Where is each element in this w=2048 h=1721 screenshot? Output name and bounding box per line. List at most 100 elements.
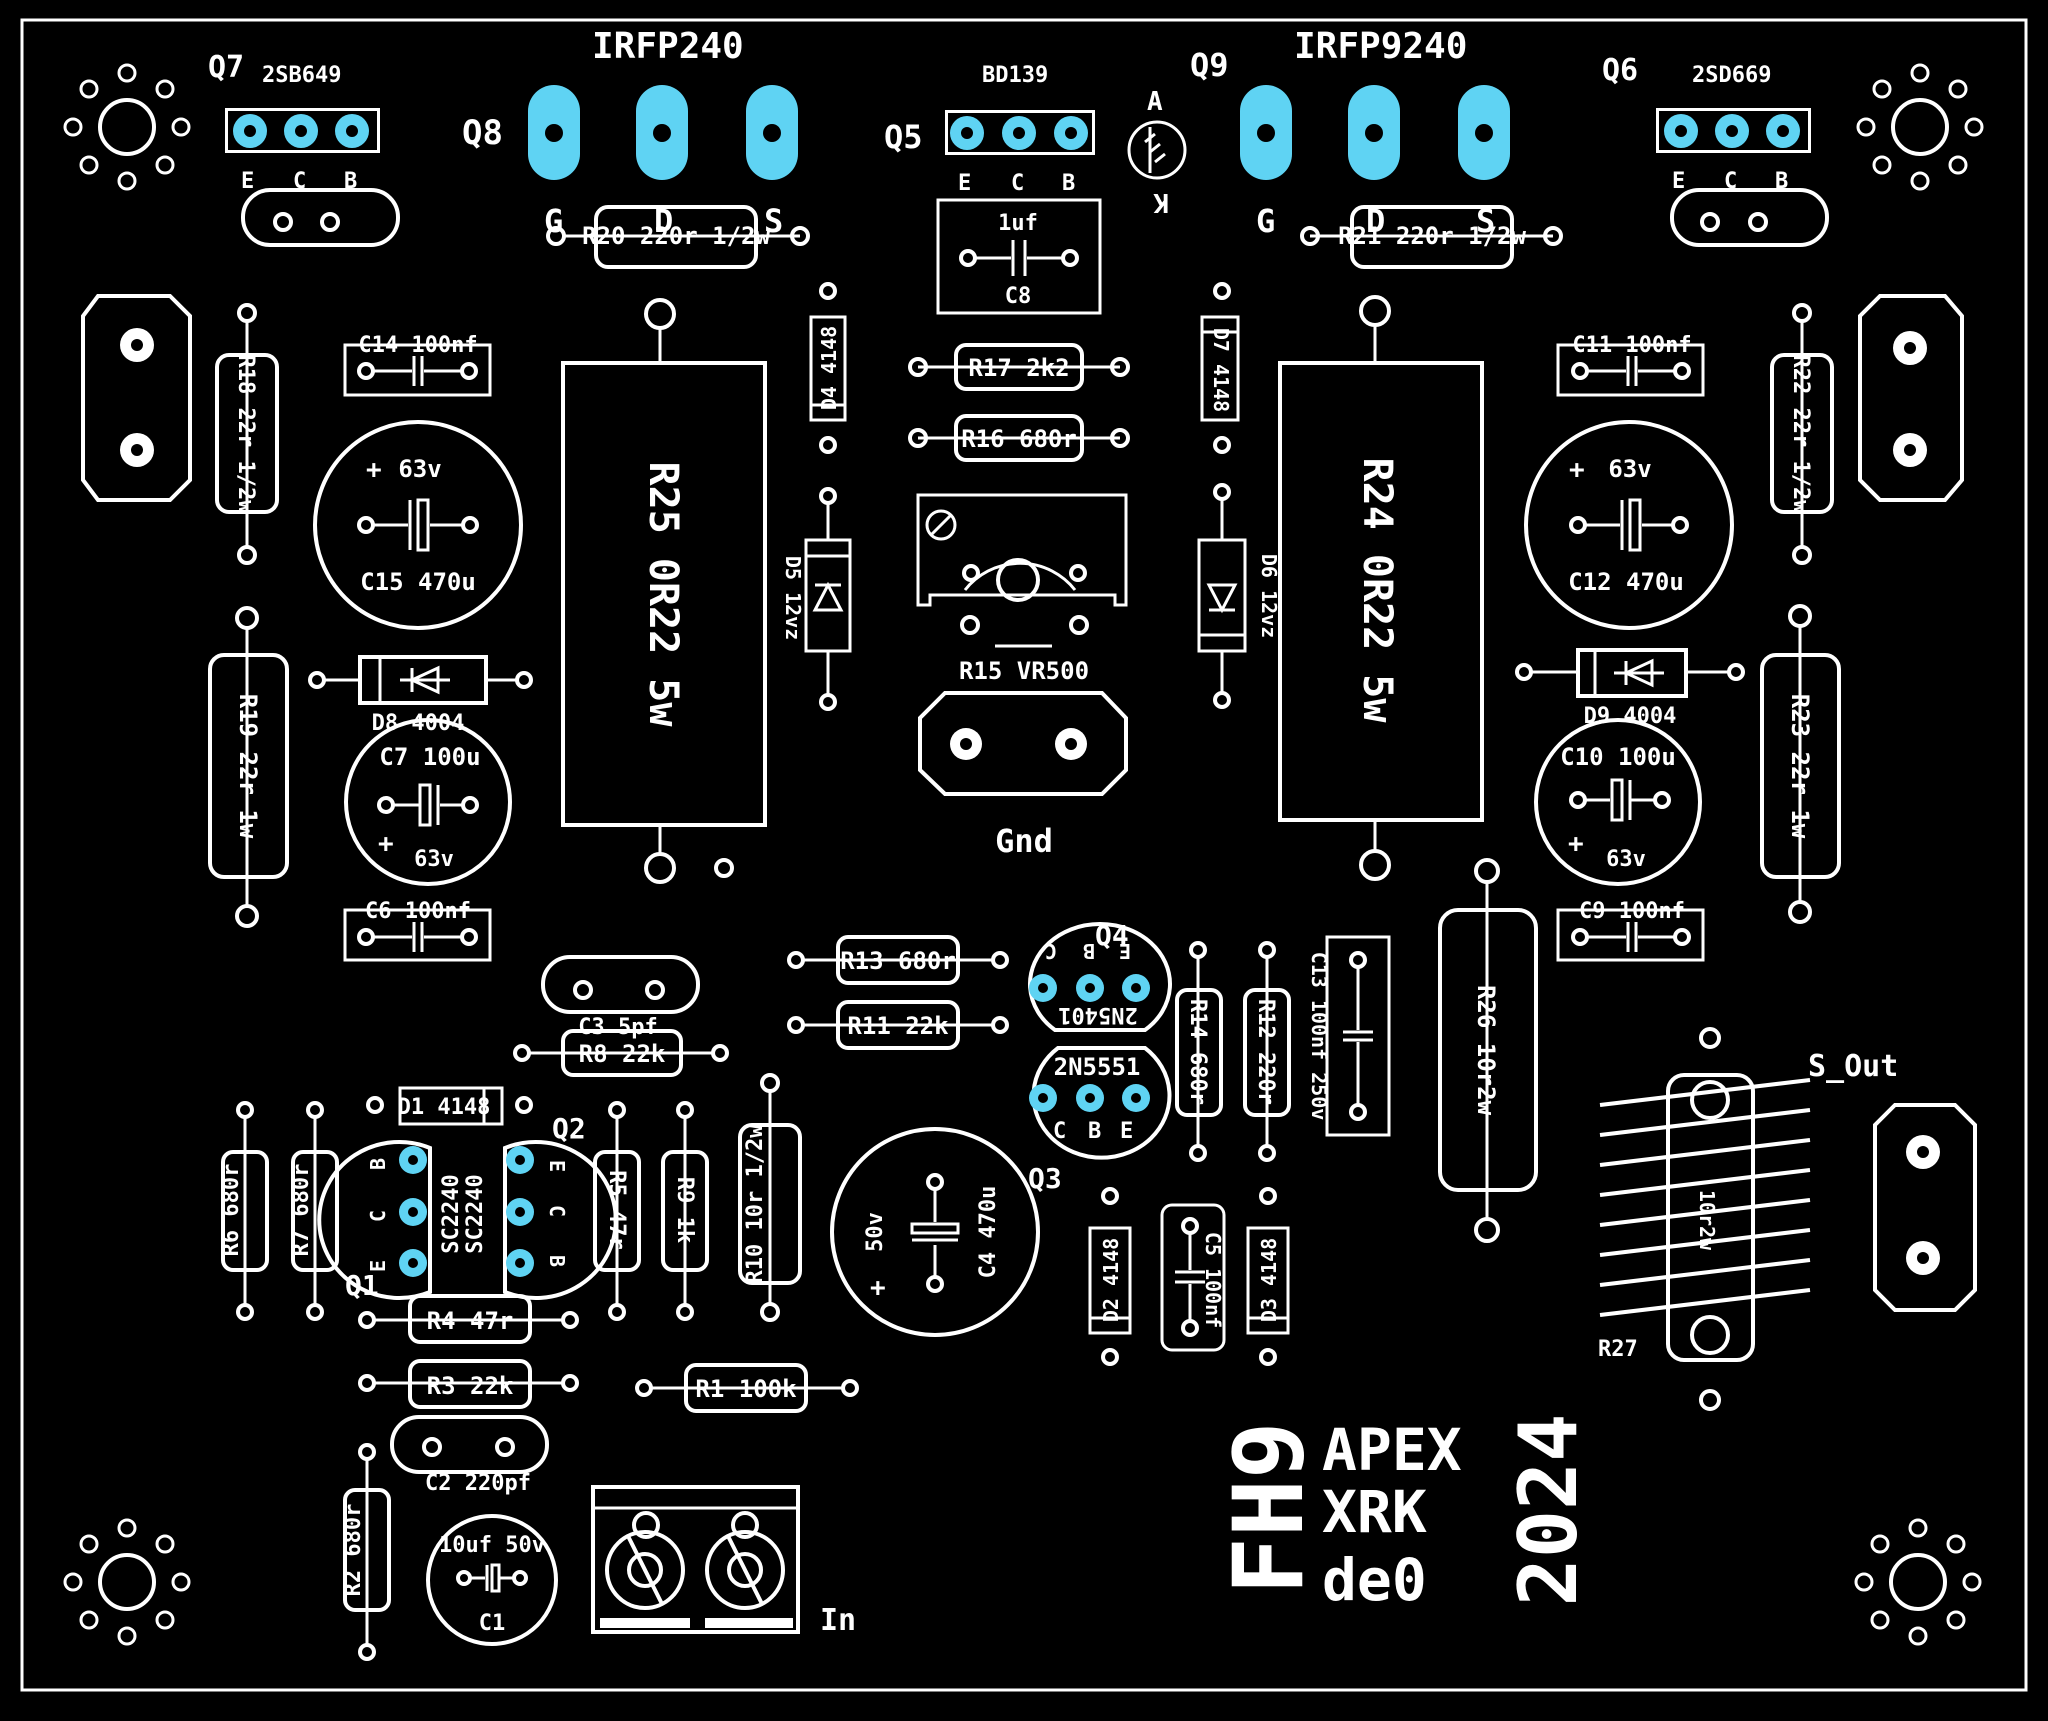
pin-e-q3: E — [1120, 1119, 1133, 1144]
label-r20: R20 220r 1/2w — [582, 222, 770, 250]
label-r15: R15 VR500 — [959, 657, 1089, 685]
mounting-hole-tl — [63, 63, 191, 191]
label-r25: R25 0R22 5w — [640, 462, 686, 728]
part-q1: SC2240 — [439, 1174, 464, 1253]
resistor-r2: R2 680r — [341, 1443, 391, 1661]
capacitor-c5: C5 100nf — [1160, 1203, 1226, 1352]
voltage-c4: 50v — [863, 1212, 888, 1252]
label-c15: C15 470u — [360, 568, 476, 596]
resistor-r23: R23 22r 1w — [1760, 604, 1841, 924]
label-r4: R4 47r — [427, 1307, 514, 1335]
label-d3: D3 4148 — [1257, 1238, 1281, 1322]
resistor-r21: R21 220r 1/2w — [1300, 205, 1563, 269]
label-led-a: A — [1147, 87, 1163, 117]
diode-d2: D2 4148 — [1088, 1187, 1132, 1366]
capacitor-c8: 1uf C8 — [936, 198, 1102, 315]
transistor-q7: Q7 2SB649 E C B — [208, 50, 400, 247]
resistor-r14: R14 680r — [1175, 941, 1223, 1162]
resistor-r16: R16 680r — [908, 414, 1130, 462]
pin-e-q1: E — [366, 1260, 390, 1272]
pin-c-q3: C — [1053, 1119, 1066, 1144]
label-r18: R18 22r 1/2w — [233, 355, 258, 515]
label-r27: R27 — [1598, 1337, 1638, 1362]
label-r3: R3 22k — [427, 1372, 514, 1400]
label-s-out: S_Out — [1808, 1049, 1898, 1084]
power-terminal-right — [1858, 294, 1964, 502]
label-c13: C13 100nf 250v — [1307, 952, 1331, 1121]
label-q3: Q3 — [1028, 1162, 1062, 1195]
label-r21: R21 220r 1/2w — [1338, 222, 1526, 250]
plus-c12: + — [1569, 455, 1585, 485]
part-q6: 2SD669 — [1692, 63, 1771, 88]
label-r10: R10 10r 1/2w — [743, 1124, 768, 1284]
label-r14: R14 680r — [1185, 999, 1210, 1105]
mosfet-q9: Q9 IRFP9240 G D S — [1190, 26, 1510, 240]
pin-b-q1: B — [366, 1158, 390, 1170]
power-terminal-left — [81, 294, 192, 502]
label-led-k: K — [1153, 187, 1169, 217]
speaker-output-terminal: S_Out — [1808, 1049, 1977, 1312]
model-text: FH9 — [1213, 1421, 1325, 1594]
label-r2: R2 680r — [341, 1504, 366, 1597]
zener-d5: D5 12vz — [781, 487, 852, 711]
pin-d-q9: D — [1366, 202, 1385, 240]
label-d9: D9 4004 — [1584, 704, 1677, 729]
pin-c-q5: C — [1011, 171, 1024, 196]
part-q2: SC2240 — [463, 1174, 488, 1253]
trimmer-r15: R15 VR500 — [916, 493, 1128, 685]
pin-c-q4: C — [1045, 939, 1057, 963]
mosfet-q8: IRFP240 Q8 G D S — [462, 26, 798, 240]
label-r22: R22 22r 1/2w — [1788, 355, 1813, 515]
pin-e-q4: E — [1119, 939, 1131, 963]
capacitor-c4: 50v + C4 470u — [830, 1127, 1040, 1337]
label-q4: Q4 — [1095, 919, 1129, 952]
label-r19: R19 22r 1w — [234, 694, 262, 839]
pin-b-q4: B — [1083, 939, 1095, 963]
resistor-r1: R1 100k — [635, 1363, 859, 1413]
transistor-q3: 2N5551 C B E Q3 — [1028, 1046, 1172, 1195]
plus-c7: + — [378, 829, 394, 859]
label-r17: R17 2k2 — [968, 354, 1069, 382]
resistor-r19: R19 22r 1w — [208, 606, 289, 928]
label-c7: C7 100u — [379, 743, 480, 771]
label-c9: C9 100nf — [1579, 899, 1685, 924]
label-c6: C6 100nf — [365, 899, 471, 924]
input-terminal: In — [591, 1485, 856, 1638]
plus-c15: + — [366, 455, 382, 485]
resistor-r13: R13 680r — [787, 935, 1009, 985]
plus-c10: + — [1568, 829, 1584, 859]
label-q7: Q7 — [208, 50, 244, 85]
pin-c-q6: C — [1724, 169, 1737, 194]
pin-b-q2: B — [545, 1255, 569, 1267]
label-q9: Q9 — [1190, 46, 1229, 84]
brand-line-2: XRK — [1322, 1478, 1427, 1546]
transistor-q6: Q6 2SD669 E C B — [1602, 53, 1829, 247]
label-q1: Q1 — [345, 1269, 379, 1302]
capacitor-c13: C13 100nf 250v — [1307, 935, 1391, 1137]
resistor-r22: R22 22r 1/2w — [1770, 303, 1834, 565]
resistor-r26: R26 10r2w — [1438, 858, 1538, 1243]
capacitor-c7: C7 100u + 63v — [344, 718, 512, 886]
capacitor-c12: + 63v C12 470u — [1524, 420, 1734, 630]
diode-d8: D8 4004 — [308, 655, 533, 736]
label-q5: Q5 — [884, 118, 923, 156]
label-r8: R8 22k — [579, 1040, 666, 1068]
pin-c-q2: C — [545, 1205, 569, 1217]
board-outline — [20, 18, 2028, 1692]
label-d6: D6 12vz — [1257, 554, 1281, 638]
label-c5: C5 100nf — [1201, 1232, 1225, 1328]
capacitor-c6: C6 100nf — [343, 899, 492, 962]
label-c4: C4 470u — [976, 1186, 1001, 1279]
resistor-r10: R10 10r 1/2w — [738, 1073, 802, 1322]
part-q9: IRFP9240 — [1294, 26, 1467, 67]
diode-d9: D9 4004 — [1515, 648, 1745, 729]
label-r7: R7 680r — [289, 1164, 314, 1257]
pin-e-q7: E — [241, 169, 254, 194]
voltage-c15: 63v — [398, 455, 441, 483]
pin-d-q8: D — [654, 202, 673, 240]
capacitor-c11: C11 100nf — [1556, 333, 1705, 397]
label-d2: D2 4148 — [1099, 1238, 1123, 1322]
capacitor-c15: + 63v C15 470u — [313, 420, 523, 630]
capacitor-c1: 10uf 50v C1 — [426, 1514, 558, 1646]
